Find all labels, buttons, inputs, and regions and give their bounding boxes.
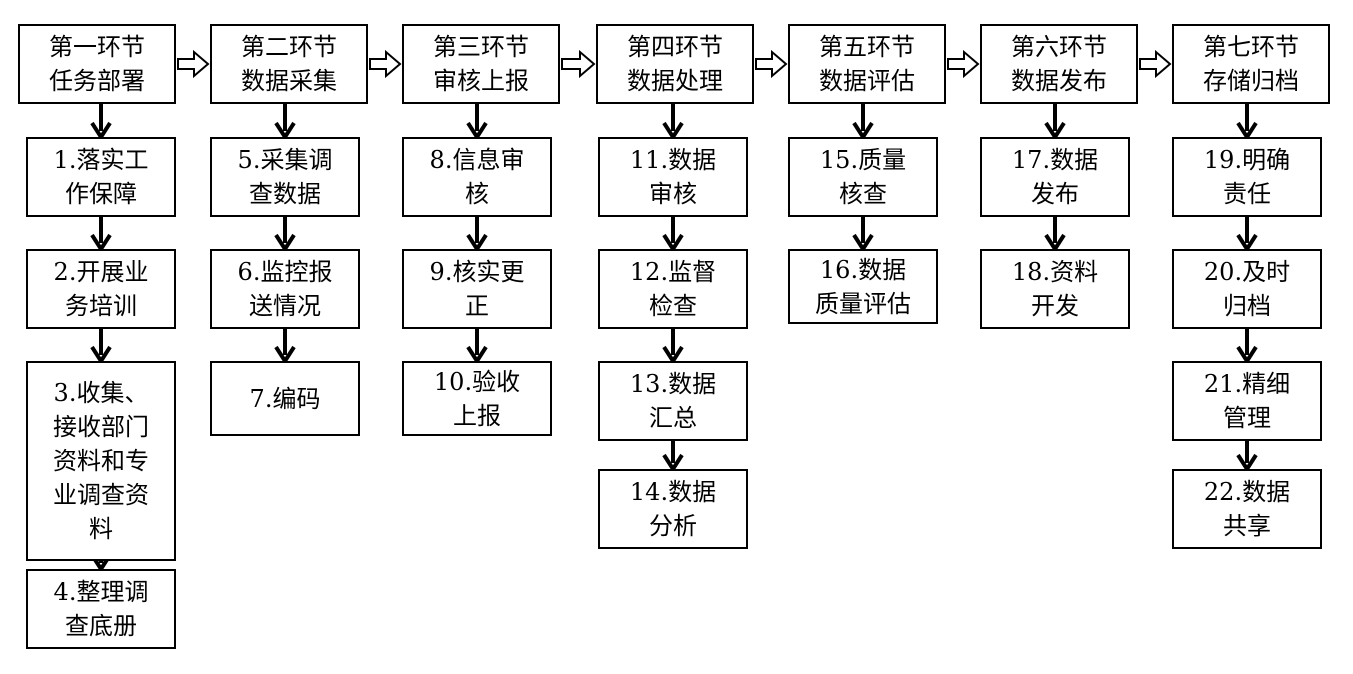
stage-4-header: 第四环节 数据处理 xyxy=(596,24,754,104)
stage-1-arrow-3 xyxy=(90,329,112,365)
step-box-label: 16.数据 质量评估 xyxy=(815,255,911,318)
step-box: 18.资料 开发 xyxy=(980,249,1130,329)
stage-3-arrow-3 xyxy=(466,329,488,365)
step-box: 22.数据 共享 xyxy=(1172,469,1322,549)
step-box-label: 9.核实更 正 xyxy=(429,258,525,320)
stage-6-arrow-2 xyxy=(1044,217,1066,253)
stage-3-to-4-arrow xyxy=(561,49,596,79)
step-box: 6.监控报 送情况 xyxy=(210,249,360,329)
step-box: 12.监督 检查 xyxy=(598,249,748,329)
stage-7-arrow-3 xyxy=(1236,329,1258,365)
step-box-label: 18.资料 开发 xyxy=(1011,258,1099,320)
stage-5-header-label: 第五环节 数据评估 xyxy=(819,33,915,95)
stage-3-arrow-1 xyxy=(466,104,488,141)
stage-1-header-label: 第一环节 任务部署 xyxy=(49,33,145,95)
step-box-label: 22.数据 共享 xyxy=(1203,478,1291,540)
step-box-label: 17.数据 发布 xyxy=(1011,146,1099,208)
stage-7-header-label: 第七环节 存储归档 xyxy=(1203,33,1299,95)
step-box-label: 7.编码 xyxy=(249,384,321,413)
step-box: 2.开展业 务培训 xyxy=(26,249,176,329)
stage-1-to-2-arrow xyxy=(177,49,210,79)
step-box-label: 6.监控报 送情况 xyxy=(237,258,333,320)
step-box: 10.验收 上报 xyxy=(402,361,552,436)
stage-3-header-label: 第三环节 审核上报 xyxy=(433,33,529,95)
stage-6-to-7-arrow xyxy=(1139,49,1172,79)
stage-4-arrow-2 xyxy=(662,217,684,253)
stage-3-header: 第三环节 审核上报 xyxy=(402,24,560,104)
step-box-label: 2.开展业 务培训 xyxy=(53,258,149,320)
step-box-label: 8.信息审 核 xyxy=(429,146,525,208)
stage-1-arrow-2 xyxy=(90,217,112,253)
step-box-label: 13.数据 汇总 xyxy=(629,370,717,432)
step-box-label: 12.监督 检查 xyxy=(629,258,717,320)
stage-2-header: 第二环节 数据采集 xyxy=(210,24,368,104)
stage-4-header-label: 第四环节 数据处理 xyxy=(627,33,723,95)
step-box: 20.及时 归档 xyxy=(1172,249,1322,329)
stage-7-arrow-4 xyxy=(1236,441,1258,473)
step-box-label: 15.质量 核查 xyxy=(819,146,907,208)
step-box-label: 5.采集调 查数据 xyxy=(237,146,333,208)
step-box-label: 21.精细 管理 xyxy=(1203,370,1291,432)
stage-2-arrow-1 xyxy=(274,104,296,141)
step-box-label: 14.数据 分析 xyxy=(629,478,717,540)
stage-2-arrow-2 xyxy=(274,217,296,253)
step-box-label: 4.整理调 查底册 xyxy=(53,578,149,640)
stage-2-header-label: 第二环节 数据采集 xyxy=(241,33,337,95)
step-box-label: 19.明确 责任 xyxy=(1203,146,1291,208)
stage-5-to-6-arrow xyxy=(947,49,980,79)
step-box: 3.收集、 接收部门 资料和专 业调查资 料 xyxy=(26,361,176,561)
stage-4-arrow-3 xyxy=(662,329,684,365)
step-box-label: 10.验收 上报 xyxy=(433,367,521,430)
stage-6-header-label: 第六环节 数据发布 xyxy=(1011,33,1107,95)
step-box: 19.明确 责任 xyxy=(1172,137,1322,217)
stage-2-to-3-arrow xyxy=(369,49,402,79)
step-box: 8.信息审 核 xyxy=(402,137,552,217)
stage-4-arrow-4 xyxy=(662,441,684,473)
stage-5-arrow-1 xyxy=(852,104,874,141)
step-box: 21.精细 管理 xyxy=(1172,361,1322,441)
step-box: 1.落实工 作保障 xyxy=(26,137,176,217)
step-box-label: 11.数据 审核 xyxy=(629,146,717,208)
step-box-label: 20.及时 归档 xyxy=(1203,258,1291,320)
stage-3-arrow-2 xyxy=(466,217,488,253)
stage-2-arrow-3 xyxy=(274,329,296,365)
stage-5-arrow-2 xyxy=(852,217,874,253)
stage-4-arrow-1 xyxy=(662,104,684,141)
stage-4-to-5-arrow xyxy=(755,49,788,79)
step-box: 13.数据 汇总 xyxy=(598,361,748,441)
stage-1-header: 第一环节 任务部署 xyxy=(18,24,176,104)
step-box-label: 3.收集、 接收部门 资料和专 业调查资 料 xyxy=(53,379,149,543)
step-box: 14.数据 分析 xyxy=(598,469,748,549)
stage-7-arrow-2 xyxy=(1236,217,1258,253)
step-box: 15.质量 核查 xyxy=(788,137,938,217)
stage-6-header: 第六环节 数据发布 xyxy=(980,24,1138,104)
step-box: 17.数据 发布 xyxy=(980,137,1130,217)
step-box-label: 1.落实工 作保障 xyxy=(53,146,149,208)
stage-5-header: 第五环节 数据评估 xyxy=(788,24,946,104)
step-box: 16.数据 质量评估 xyxy=(788,249,938,324)
step-box: 11.数据 审核 xyxy=(598,137,748,217)
step-box: 4.整理调 查底册 xyxy=(26,569,176,649)
step-box: 5.采集调 查数据 xyxy=(210,137,360,217)
stage-7-header: 第七环节 存储归档 xyxy=(1172,24,1330,104)
stage-6-arrow-1 xyxy=(1044,104,1066,141)
stage-7-arrow-1 xyxy=(1236,104,1258,141)
stage-1-arrow-1 xyxy=(90,104,112,141)
step-box: 7.编码 xyxy=(210,361,360,436)
step-box: 9.核实更 正 xyxy=(402,249,552,329)
